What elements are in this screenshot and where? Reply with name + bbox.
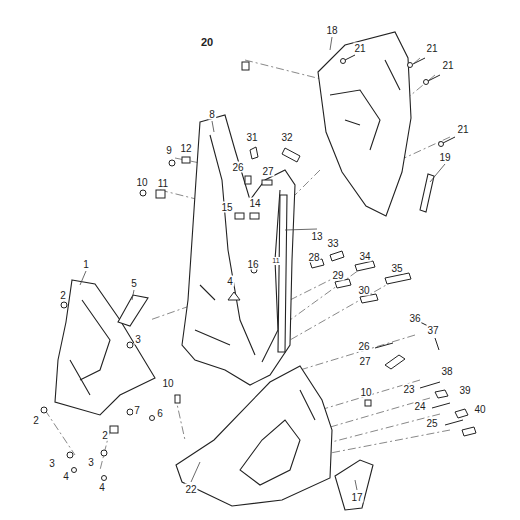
small-cover — [118, 295, 148, 326]
callout-number: 4 — [226, 276, 234, 287]
callout-number: 33 — [326, 238, 339, 249]
callout-number: 29 — [331, 270, 344, 281]
callout-number: 5 — [130, 278, 138, 289]
callout-number: 36 — [408, 313, 421, 324]
callout-number: 13 — [310, 231, 323, 242]
callout-number: 15 — [220, 202, 233, 213]
callout-number: 11 — [157, 178, 169, 189]
leader-lines — [80, 37, 445, 490]
callout-number: 21 — [441, 60, 454, 71]
left-panel — [55, 280, 155, 415]
callout-number: 21 — [456, 124, 469, 135]
callout-number: 34 — [358, 251, 371, 262]
callout-number: 1 — [82, 259, 90, 270]
callout-number: 19 — [438, 152, 451, 163]
callout-number: 30 — [357, 285, 370, 296]
strip — [278, 195, 287, 352]
callout-number: 10 — [359, 387, 372, 398]
callout-number: 2 — [32, 415, 40, 426]
callout-number: 2 — [101, 430, 109, 441]
callout-number: 21 — [353, 43, 366, 54]
callout-number: 4 — [62, 471, 70, 482]
callout-number: 39 — [458, 385, 471, 396]
callout-number: 2 — [59, 290, 67, 301]
callout-number: 32 — [280, 132, 293, 143]
callout-number: 20 — [200, 37, 214, 48]
callout-number: 37 — [426, 325, 439, 336]
callout-number: 8 — [208, 109, 216, 120]
callout-number: 14 — [248, 198, 261, 209]
callout-number: 11 — [271, 257, 280, 265]
callout-number: 27 — [358, 356, 371, 367]
callout-number: 16 — [246, 259, 259, 270]
callout-number: 9 — [165, 145, 173, 156]
callout-number: 40 — [473, 404, 486, 415]
callout-number: 27 — [261, 166, 274, 177]
callout-number: 31 — [245, 132, 258, 143]
corner-piece — [335, 460, 373, 510]
callout-number: 6 — [156, 408, 164, 419]
fasteners — [41, 55, 476, 481]
callout-number: 18 — [325, 25, 338, 36]
callout-number: 38 — [440, 366, 453, 377]
callout-number: 25 — [425, 418, 438, 429]
callout-number: 23 — [402, 384, 415, 395]
callout-number: 3 — [87, 457, 95, 468]
callout-number: 12 — [179, 143, 192, 154]
upper-fairing — [318, 32, 411, 216]
inner-frame — [182, 115, 295, 385]
part-outlines — [55, 32, 434, 510]
callout-number: 21 — [425, 43, 438, 54]
callout-number: 35 — [390, 263, 403, 274]
callout-number: 28 — [307, 252, 320, 263]
callout-number: 26 — [357, 341, 370, 352]
callout-number: 3 — [48, 458, 56, 469]
callout-number: 7 — [133, 405, 141, 416]
callout-number: 10 — [161, 378, 174, 389]
callout-number: 4 — [98, 482, 106, 493]
callout-number: 26 — [231, 162, 244, 173]
callout-number: 24 — [413, 401, 426, 412]
callout-number: 17 — [350, 492, 363, 503]
callout-number: 10 — [135, 177, 148, 188]
callout-number: 3 — [134, 334, 142, 345]
lower-panel — [176, 366, 332, 506]
callout-number: 22 — [184, 484, 197, 495]
